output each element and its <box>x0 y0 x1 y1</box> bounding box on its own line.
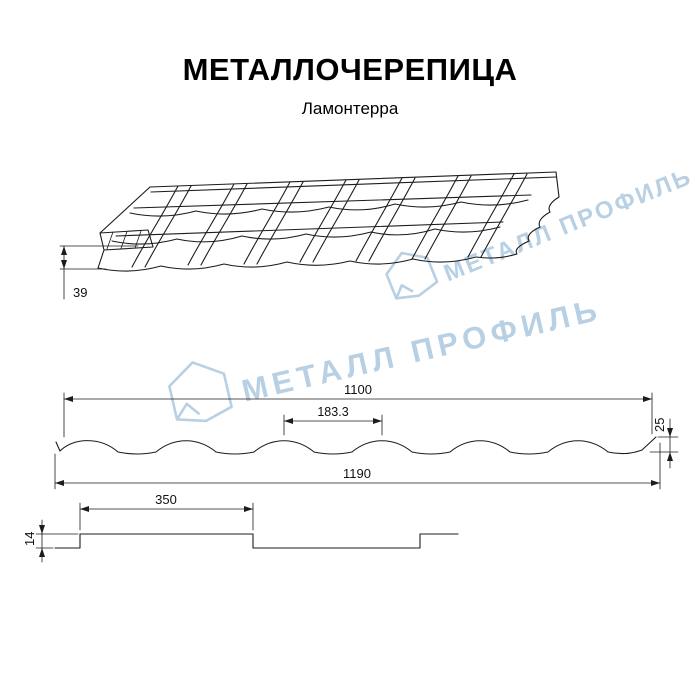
panel-top-edge-inner <box>150 176 557 193</box>
dim-overall-width-1190: 1190 <box>343 466 371 481</box>
dim-step-height-14: 14 <box>22 532 37 546</box>
dim350-extension-lines <box>79 502 254 531</box>
dim39-extension-lines <box>59 245 139 270</box>
watermark-middle: МЕТАЛЛ ПРОФИЛЬ <box>168 292 605 423</box>
dim-step-height-39: 39 <box>73 285 87 300</box>
dim1190-arrow-right <box>651 480 660 486</box>
step-drawing: 350 14 <box>22 492 459 563</box>
dim-wave-pitch-183: 183.3 <box>317 405 348 419</box>
dim-cover-width-1100: 1100 <box>344 382 372 397</box>
course-line-1 <box>111 226 501 245</box>
panel-flange <box>99 229 154 251</box>
dim1190-arrow-left <box>55 480 64 486</box>
dim-profile-height-25: 25 <box>652 418 667 432</box>
metall-profil-logo-icon <box>168 361 233 423</box>
dim183-arrow-left <box>284 418 293 424</box>
watermark-text: МЕТАЛЛ ПРОФИЛЬ <box>238 292 604 409</box>
wave-crest-lines <box>131 173 528 268</box>
watermark-group: МЕТАЛЛ ПРОФИЛЬ МЕТАЛЛ ПРОФИЛЬ <box>168 163 696 423</box>
perspective-drawing: 39 <box>59 171 560 300</box>
course-line-1-top <box>115 221 504 237</box>
dim14-arrow-bottom <box>39 548 45 557</box>
dim183-arrow-right <box>373 418 382 424</box>
dim183-extension-lines <box>283 414 383 436</box>
course-line-2-top <box>133 194 532 209</box>
panel-left-lower-edge <box>97 249 105 269</box>
panel-top-edge <box>149 171 557 188</box>
dim14-arrow-top <box>39 525 45 534</box>
dim350-arrow-left <box>80 506 89 512</box>
profile-curve <box>55 436 657 455</box>
dim25-arrow-top <box>667 428 673 437</box>
dim1100-arrow-right <box>643 396 652 402</box>
dim1100-arrow-left <box>64 396 73 402</box>
dim39-arrow-down <box>61 260 67 269</box>
dim25-extension-lines <box>649 436 679 453</box>
dim-module-length-350: 350 <box>155 492 177 507</box>
dim25-arrow-bottom <box>667 452 673 461</box>
metall-profil-logo-icon <box>385 251 439 300</box>
course-line-2 <box>129 199 529 217</box>
profile-drawing: 1100 183.3 25 1190 <box>54 382 679 490</box>
page-subtitle: Ламонтерра <box>301 99 399 118</box>
page-title: МЕТАЛЛОЧЕРЕПИЦА <box>182 52 518 87</box>
dim14-extension-lines <box>35 533 79 549</box>
dim1100-extension-lines <box>63 392 653 438</box>
dim39-arrow-up <box>61 246 67 255</box>
watermark-text: МЕТАЛЛ ПРОФИЛЬ <box>440 163 696 288</box>
panel-bottom-edge <box>97 256 477 272</box>
panel-right-edge <box>475 171 560 259</box>
step-profile-curve <box>54 533 459 549</box>
dim350-arrow-right <box>244 506 253 512</box>
panel-left-edge <box>99 186 151 234</box>
